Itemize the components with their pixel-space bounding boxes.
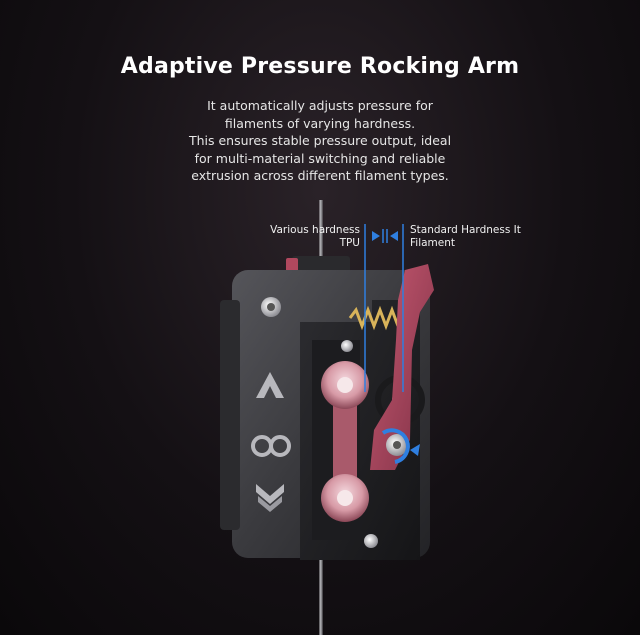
body-side	[220, 300, 240, 530]
label-line: TPU	[339, 237, 360, 249]
label-line: Standard Hardness It	[410, 224, 521, 236]
chevron-down-icon	[258, 496, 282, 512]
description-line: It automatically adjusts pressure for	[207, 98, 433, 113]
label-various-hardness: Various hardness TPU	[262, 224, 360, 250]
loop-icon	[251, 435, 291, 457]
spring	[348, 305, 400, 331]
rocking-arm	[370, 264, 434, 470]
arm-pivot-center	[393, 441, 401, 449]
rotate-arrow-icon	[381, 428, 410, 464]
description: It automatically adjusts pressure for fi…	[140, 97, 500, 185]
screw	[364, 534, 378, 548]
double-arrow-icon	[372, 229, 398, 243]
description-line: for multi-material switching and reliabl…	[194, 150, 446, 166]
chevron-up-icon	[256, 372, 284, 398]
description-line: This ensures stable pressure output, ide…	[188, 133, 452, 148]
drive-gear-hub	[337, 377, 353, 393]
description-line: extrusion across different filament type…	[191, 168, 449, 183]
rotate-arrow-icon	[410, 444, 420, 456]
label-line: Various hardness	[270, 224, 360, 236]
chevron-down-icon	[256, 484, 284, 504]
screw	[267, 303, 275, 311]
drive-gear-hub	[337, 490, 353, 506]
label-line: Filament	[410, 237, 456, 249]
label-standard-hardness: Standard Hardness It Filament	[410, 224, 530, 250]
description-line: filaments of varying hardness.	[224, 115, 416, 131]
page-title: Adaptive Pressure Rocking Arm	[120, 54, 520, 79]
screw	[341, 340, 353, 352]
